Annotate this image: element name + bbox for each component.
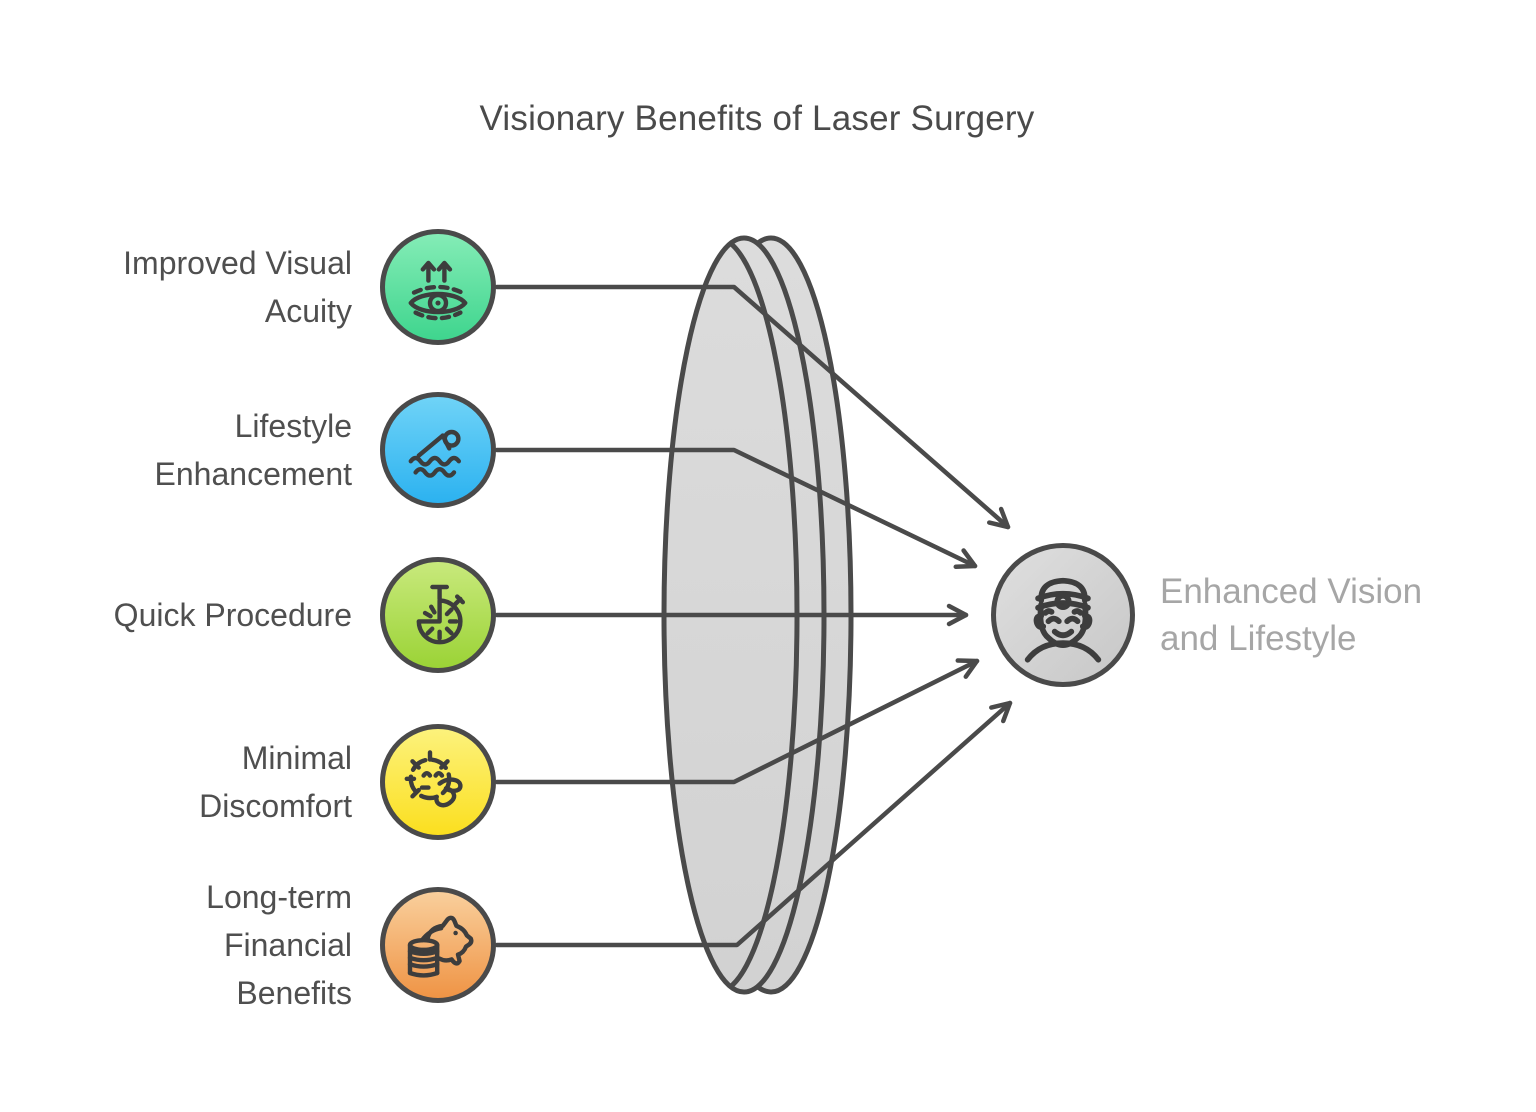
- piggy-bank-savings-icon: [407, 915, 474, 978]
- rays: [494, 284, 1013, 948]
- diagram-title: Visionary Benefits of Laser Surgery: [479, 99, 1035, 138]
- benefit-label-financial-benefits: Long-term Financial Benefits: [206, 879, 352, 1011]
- patient-face-icon: [1024, 577, 1102, 663]
- benefit-label-improved-visual-acuity: Improved Visual Acuity: [123, 245, 352, 329]
- benefit-label-lifestyle-enhancement: Lifestyle Enhancement: [154, 408, 352, 492]
- benefit-bubble-financial-benefits: [380, 887, 496, 1003]
- stopwatch-icon: [416, 584, 465, 645]
- benefit-label-quick-procedure: Quick Procedure: [113, 597, 352, 633]
- swimmer-icon: [408, 429, 461, 478]
- improved-visual-acuity-icon: [408, 260, 468, 321]
- ray-line-minimal-discomfort: [494, 658, 980, 785]
- ray-line-improved-visual-acuity: [494, 284, 1011, 530]
- ray-line-financial-benefits: [494, 700, 1013, 948]
- benefit-bubble-quick-procedure: [380, 557, 496, 673]
- benefit-bubble-lifestyle-enhancement: [380, 392, 496, 508]
- relaxed-face-icon: [404, 750, 463, 808]
- outcome-label: Enhanced Vision and Lifestyle: [1160, 572, 1423, 658]
- benefit-bubble-improved-visual-acuity: [380, 229, 496, 345]
- outcome-bubble: [991, 543, 1135, 687]
- benefit-label-minimal-discomfort: Minimal Discomfort: [199, 740, 352, 824]
- benefit-bubble-minimal-discomfort: [380, 724, 496, 840]
- ray-line-lifestyle-enhancement: [494, 447, 978, 569]
